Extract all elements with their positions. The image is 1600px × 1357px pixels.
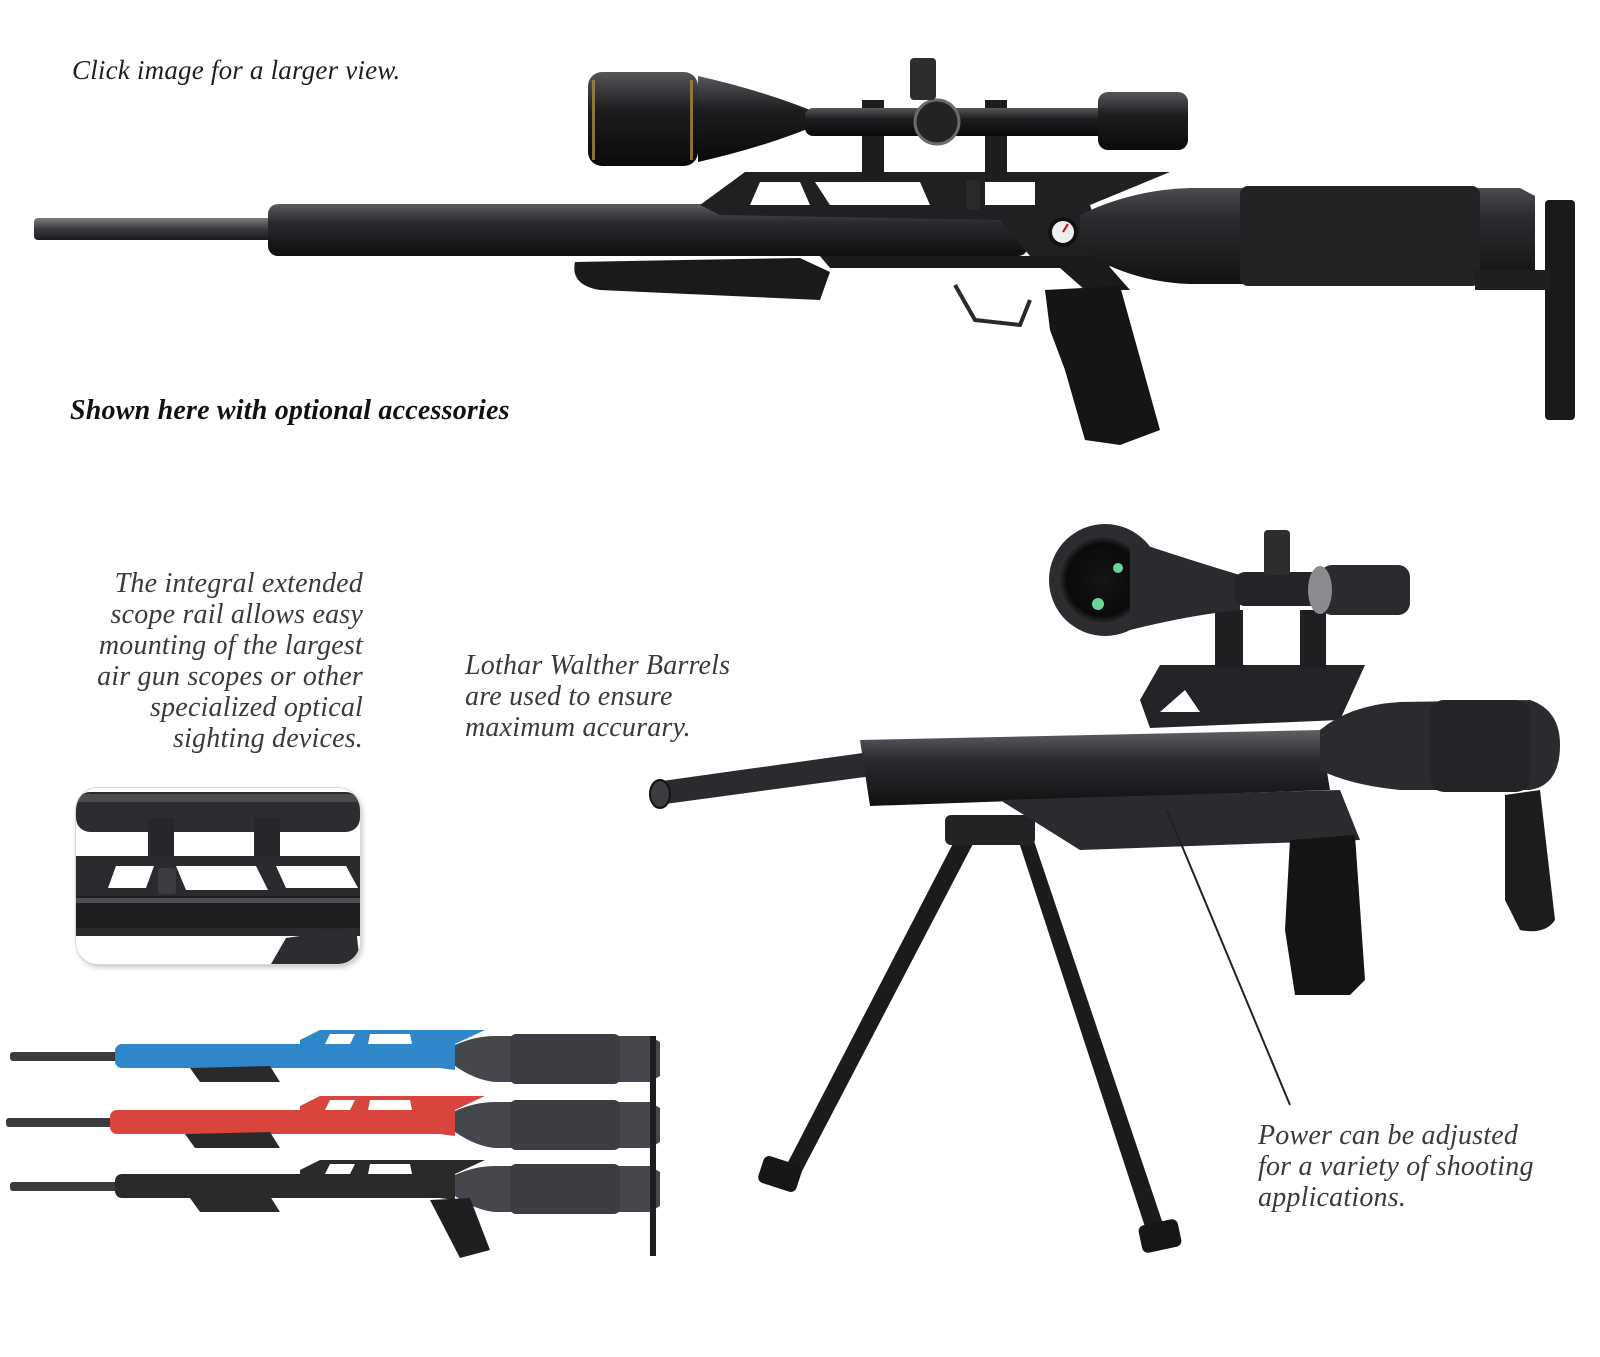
scope-rail-line: mounting of the largest (98, 630, 363, 661)
scope-rail-line: scope rail allows easy (110, 599, 363, 630)
main-rifle-image (34, 58, 1575, 445)
accessories-caption: Shown here with optional accessories (70, 395, 510, 426)
color-variants-image (6, 1030, 660, 1258)
accessories-text: Shown here with optional accessories (70, 395, 510, 426)
variant-red (6, 1096, 660, 1150)
scope-rail-inset (76, 788, 360, 964)
power-line: applications. (1258, 1182, 1407, 1213)
power-caption: Power can be adjusted for a variety of s… (1258, 1120, 1534, 1213)
click-hint-text: Click image for a larger view. (72, 55, 401, 85)
scope-rail-line: sighting devices. (172, 723, 363, 754)
barrels-line: maximum accurary. (465, 712, 691, 743)
scope-rail-line: specialized optical (150, 692, 363, 723)
main-rifle-image-link[interactable] (30, 55, 1590, 455)
scope-rail-closeup-image (76, 788, 360, 964)
barrels-line: are used to ensure (465, 681, 673, 712)
bipod-rifle-image (649, 524, 1560, 1253)
click-hint-caption: Click image for a larger view. (72, 55, 400, 86)
barrels-caption: Lothar Walther Barrels are used to ensur… (465, 650, 730, 743)
scope-rail-line: air gun scopes or other (97, 661, 363, 692)
variant-blue (10, 1030, 660, 1084)
scope-rail-line: The integral extended (114, 568, 363, 599)
power-line: for a variety of shooting (1258, 1151, 1534, 1182)
bipod-rifle-image-link[interactable] (630, 520, 1590, 1260)
barrels-line: Lothar Walther Barrels (465, 650, 731, 681)
scope-rail-caption: The integral extended scope rail allows … (97, 568, 363, 754)
variant-black (10, 1160, 660, 1258)
power-line: Power can be adjusted (1258, 1120, 1519, 1151)
